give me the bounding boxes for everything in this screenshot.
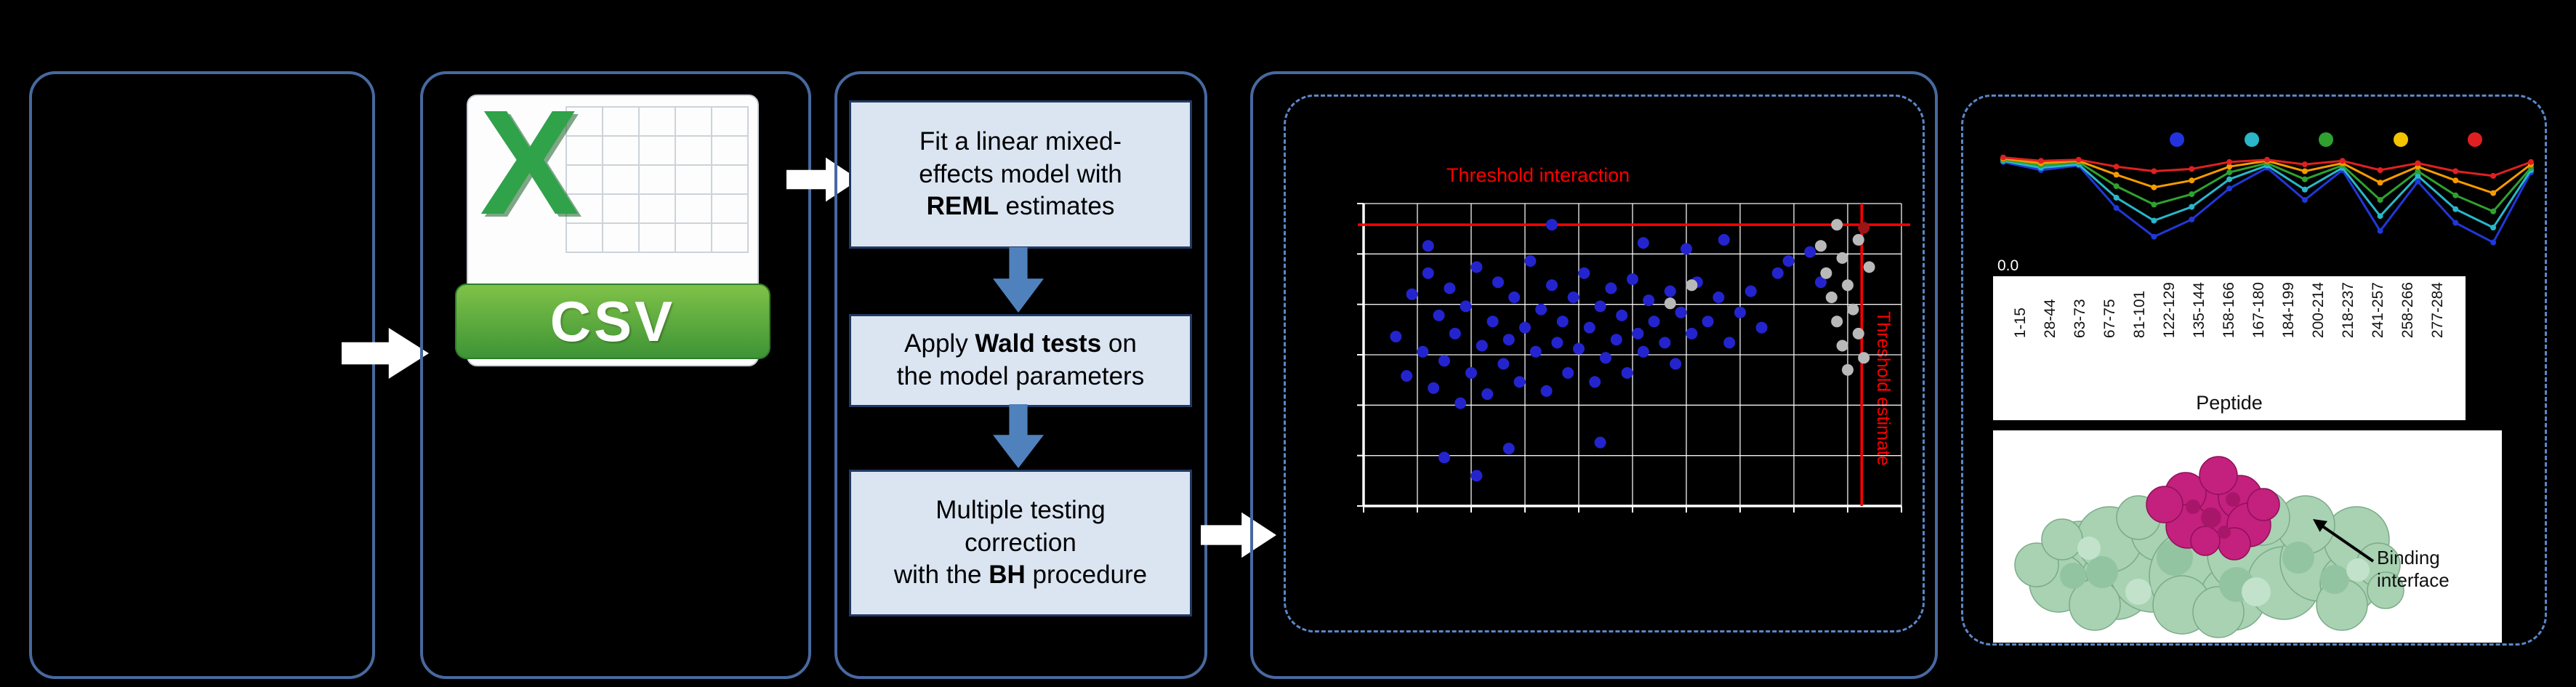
spreadsheet-grid-icon xyxy=(565,106,749,253)
scatter-plot-area xyxy=(1352,201,1912,526)
peptide-tick-label: 184-199 xyxy=(2280,282,2297,339)
protein-structure-panel: Binding interface xyxy=(1993,430,2502,643)
peptide-tick-label: 200-214 xyxy=(2310,282,2327,339)
protein-structure-image xyxy=(2014,456,2404,638)
peptide-tick-label: 258-266 xyxy=(2399,282,2416,339)
panel-results-outer xyxy=(1250,71,1938,679)
peptide-label-strip: 1-15 28-44 63-73 67-75 81-101 122-129 135-144 1… xyxy=(1993,276,2466,420)
timepoint-legend xyxy=(2170,131,2482,148)
interaction-scatter: Threshold interaction Threshold estimate xyxy=(1352,160,1933,545)
legend-dot-icon xyxy=(2319,132,2333,147)
peptide-tick-label: 277-284 xyxy=(2429,282,2446,339)
panel-csv xyxy=(420,71,811,679)
peptide-tick-label: 135-144 xyxy=(2191,282,2207,339)
peptide-tick-label: 81-101 xyxy=(2131,290,2148,339)
binding-interface-label: Binding interface xyxy=(2377,547,2450,591)
uptake-profile-chart xyxy=(1996,149,2538,277)
legend-dot-icon xyxy=(2244,132,2259,147)
results-dashed-box xyxy=(1284,95,1925,632)
panel-input xyxy=(29,71,375,679)
peptide-axis-label: Peptide xyxy=(2196,392,2263,414)
excel-x-logo-icon: X xyxy=(480,79,579,246)
peptide-tick-label: 63-73 xyxy=(2072,299,2088,339)
peptide-tick-labels: 1-15 28-44 63-73 67-75 81-101 122-129 135-144 1… xyxy=(1993,276,2466,338)
binding-interface-arrow-icon xyxy=(2313,519,2375,563)
legend-dot-icon xyxy=(2468,132,2482,147)
scatter-svg xyxy=(1357,203,1910,513)
peptide-tick-label: 167-180 xyxy=(2250,282,2267,339)
profile-svg xyxy=(2000,154,2534,246)
csv-banner-label: CSV xyxy=(550,289,676,353)
threshold-estimate-label: Threshold estimate xyxy=(1873,311,1893,466)
peptide-tick-label: 67-75 xyxy=(2101,299,2118,339)
peptide-tick-label: 241-257 xyxy=(2370,282,2386,339)
peptide-tick-label: 28-44 xyxy=(2042,299,2058,339)
threshold-interaction-label: Threshold interaction xyxy=(1446,164,1630,186)
peptide-tick-label: 218-237 xyxy=(2340,282,2356,339)
peptide-tick-label: 122-129 xyxy=(2161,282,2178,339)
panel-stats-pipeline xyxy=(834,71,1207,679)
peptide-tick-label: 158-166 xyxy=(2221,282,2237,339)
legend-dot-icon xyxy=(2170,132,2184,147)
peptide-tick-label: 1-15 xyxy=(2012,308,2029,339)
profile-y-tick: 0.0 xyxy=(1997,257,2019,274)
csv-file-icon: X CSV xyxy=(455,79,770,371)
legend-dot-icon xyxy=(2393,132,2408,147)
csv-banner: CSV xyxy=(455,284,770,359)
peptide-dashed-box xyxy=(1961,95,2547,646)
